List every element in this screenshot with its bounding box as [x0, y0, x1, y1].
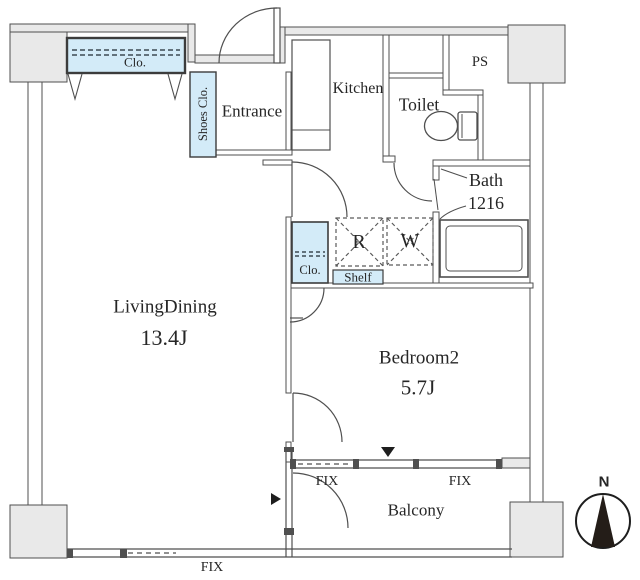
- bedroom-door-arc: [292, 392, 343, 443]
- compass: [575, 493, 631, 549]
- bedroom-closet-label: Clo.: [299, 262, 321, 277]
- balcony-label: Balcony: [387, 500, 445, 520]
- entrance-step: [214, 149, 293, 156]
- washer-label: W: [400, 230, 420, 252]
- doors: [218, 7, 433, 529]
- washer-cross: [386, 217, 434, 266]
- outer-wall-runs: [27, 81, 544, 506]
- entrance-door-arc: [218, 7, 278, 64]
- pillar-top-right: [507, 24, 566, 84]
- balcony-door-arc: [292, 472, 349, 529]
- shelf-unit: [332, 269, 384, 285]
- fix-label-left: FIX: [315, 474, 339, 489]
- bedroom2-area: 5.7J: [400, 375, 436, 400]
- ps-left-wall: [442, 34, 450, 93]
- bath-left-wall-lower: [432, 211, 440, 286]
- storage-units: [65, 36, 384, 285]
- shoes-closet-label: Shoes Clo.: [195, 86, 210, 142]
- ld-bedroom-wall: [285, 216, 292, 394]
- bath-label: Bath: [469, 170, 503, 190]
- left-wall: [27, 81, 43, 506]
- refrigerator-space: [335, 217, 384, 267]
- washer-space: [386, 217, 434, 266]
- shoes-closet: [189, 71, 217, 158]
- shelf-label: Shelf: [344, 269, 372, 285]
- kitchen-toilet-wall: [382, 34, 390, 157]
- bath-label-leaders: [439, 168, 468, 220]
- bath-door-line: [433, 178, 439, 211]
- living-dining-area: 13.4J: [140, 325, 188, 350]
- ps-label: PS: [471, 53, 489, 70]
- top-wall-right: [284, 26, 509, 36]
- hall-closet-label: Clo.: [123, 54, 147, 70]
- top-wall-left: [9, 23, 189, 33]
- bedroom-closet-hanger-pipe: [295, 251, 325, 257]
- toilet-door-jamb: [382, 155, 396, 163]
- fix-label-bottom: FIX: [200, 560, 224, 575]
- hall-wall-stub: [262, 159, 293, 166]
- toilet-bowl: [423, 110, 459, 142]
- closet-pivot-marks: [67, 73, 183, 102]
- right-triangle-marker: [271, 493, 281, 505]
- interior-walls: [214, 34, 534, 463]
- bath-top-wall: [432, 159, 531, 167]
- fix-label-right: FIX: [448, 474, 472, 489]
- compass-north-label: N: [598, 473, 610, 491]
- right-wall: [529, 82, 544, 503]
- windows: [67, 447, 512, 558]
- pillar-bottom-left: [9, 504, 68, 559]
- bedroom-closet-door-arc: [289, 287, 325, 323]
- kitchen-label: Kitchen: [332, 80, 384, 97]
- ps-bottom-wall: [442, 89, 484, 96]
- down-triangle-marker: [381, 447, 395, 457]
- toilet-label: Toilet: [398, 94, 440, 115]
- bath-size-label: 1216: [468, 193, 504, 213]
- toilet-right-wall: [477, 94, 484, 163]
- toilet-tank: [457, 111, 478, 141]
- bath-left-wall-upper: [432, 165, 440, 181]
- hall-closet-hanger-pipe: [72, 49, 180, 56]
- bathtub: [439, 219, 529, 278]
- compass-needle: [591, 494, 615, 547]
- entrance-recess-left: [187, 23, 196, 63]
- pillar-bottom-right: [509, 501, 564, 558]
- bedroom2-label: Bedroom2: [378, 347, 460, 369]
- toilet-top-wall: [388, 72, 447, 79]
- entrance-kitchen-wall: [285, 71, 292, 153]
- hall-closet: [65, 36, 187, 75]
- entrance-sill: [194, 54, 278, 64]
- appliance-spaces: [335, 217, 434, 267]
- bedroom-window-stub: [501, 457, 531, 469]
- living-dining-label: LivingDining: [113, 296, 217, 318]
- hall-door-arc: [291, 161, 348, 218]
- pillar-top-left: [9, 23, 68, 83]
- refrigerator-label: R: [352, 231, 366, 253]
- toilet-door-arc: [393, 162, 433, 202]
- direction-markers: [271, 447, 395, 505]
- toilet-fixture: [423, 110, 478, 142]
- entrance-label: Entrance: [221, 101, 283, 121]
- entrance-door-leaf: [273, 7, 281, 64]
- kitchen-counter: [291, 39, 331, 151]
